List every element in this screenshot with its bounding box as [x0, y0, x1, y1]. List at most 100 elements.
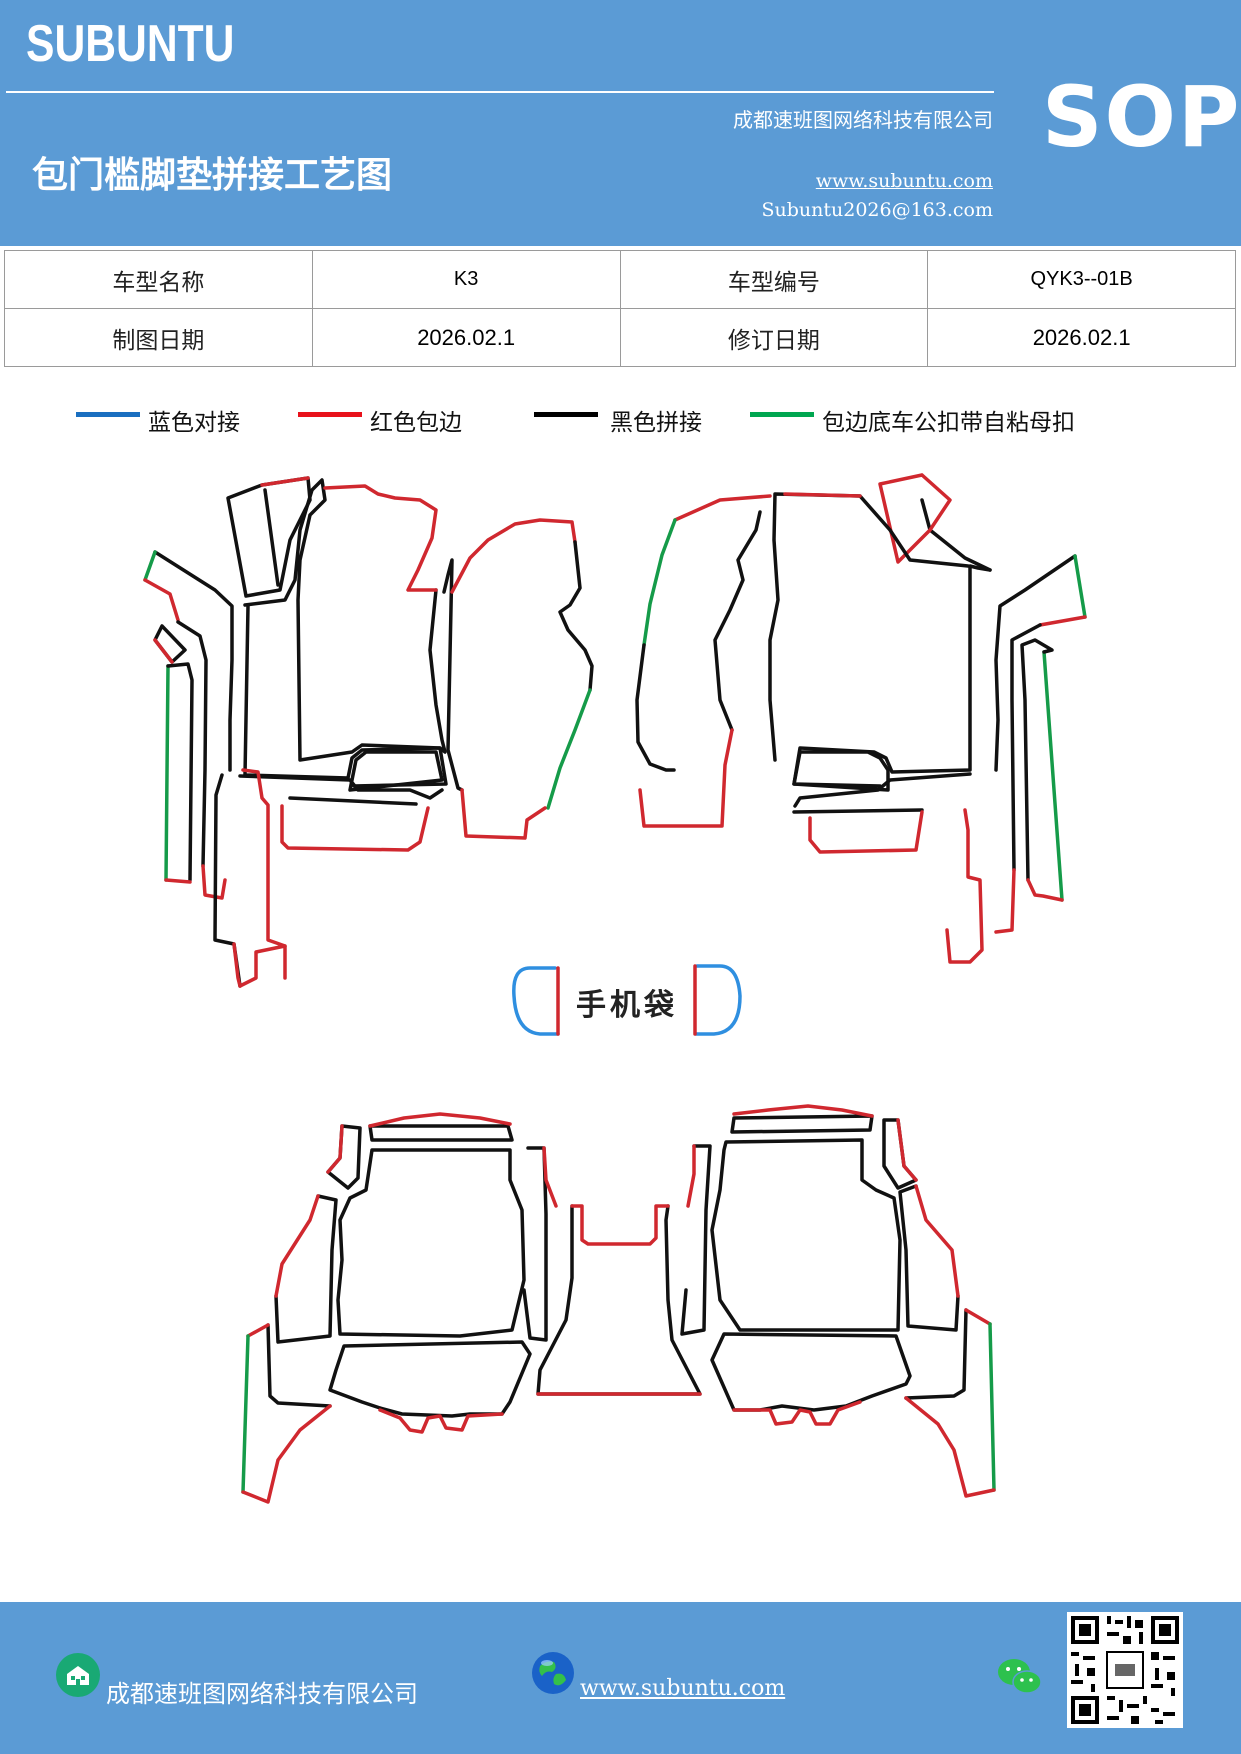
rear-left-upper-black	[368, 1124, 514, 1142]
driver-mat-top-left-red	[260, 476, 310, 487]
rear-right-outer-strip-red	[914, 1184, 960, 1298]
sill-strip-outer-left-red	[143, 578, 180, 622]
driver-mat-top-left-line	[263, 488, 280, 587]
header-divider	[6, 91, 994, 93]
driver-mat-lower-strip	[238, 774, 444, 800]
model-code-value: QYK3--01B	[927, 250, 1236, 309]
header-website-link[interactable]: www.subuntu.com	[815, 170, 993, 192]
legend-label: 包边底车公扣带自粘母扣	[822, 410, 1075, 436]
table-row: 制图日期 2026.02.1 修订日期 2026.02.1	[4, 308, 1236, 367]
header-email[interactable]: Subuntu2026@163.com	[761, 199, 993, 221]
long-strip-right-bottom-red	[1026, 878, 1064, 902]
rear-right-heel-bottom-red	[732, 1400, 862, 1426]
wechat-icon	[998, 1659, 1042, 1694]
rear-right-small-piece-red	[896, 1118, 918, 1182]
rear-center-tunnel-black	[536, 1204, 702, 1396]
legend-item-black: 黑色拼接	[534, 404, 702, 436]
sill-strip-outer-left-edge	[143, 550, 157, 582]
rear-right-green	[988, 1322, 996, 1492]
driver-mat-red-top	[323, 484, 438, 592]
rear-left-outer-strip	[274, 1194, 338, 1344]
draw-date-label: 制图日期	[4, 308, 313, 367]
legend-item-blue: 蓝色对接	[76, 404, 240, 436]
legend-item-green: 包边底车公扣带自粘母扣	[750, 404, 1075, 436]
sill-strip-outer-right	[994, 554, 1077, 772]
header: SUBUNTU 成都速班图网络科技有限公司 包门槛脚垫拼接工艺图 www.sub…	[0, 0, 1241, 246]
phone-pocket-right-blue	[694, 964, 742, 1036]
header-company: 成都速班图网络科技有限公司	[733, 108, 993, 132]
legend-swatch-red	[298, 411, 362, 417]
second-strip-red	[201, 864, 227, 900]
brand-logo: SUBUNTU	[26, 15, 235, 73]
legend-swatch-green	[750, 411, 814, 417]
driver-mat-lower-line	[288, 796, 418, 806]
qr-code[interactable]	[1067, 1612, 1183, 1728]
rear-right-outer-strip	[898, 1184, 960, 1332]
revision-date-label: 修订日期	[619, 308, 929, 367]
rear-left-upper-red	[368, 1112, 512, 1128]
phone-pocket-label: 手机袋	[576, 988, 678, 1023]
rear-right-upper-red	[732, 1104, 874, 1118]
legend-label: 红色包边	[370, 410, 462, 436]
phone-pocket-group	[512, 964, 742, 1036]
rear-left-corner-red	[246, 1323, 270, 1338]
footer-company: 成都速班图网络科技有限公司	[106, 1680, 418, 1708]
building-icon	[56, 1653, 100, 1697]
rear-right-seat-mat	[710, 1138, 902, 1332]
model-name-value: K3	[311, 250, 621, 309]
sill-right-lower-red	[945, 808, 984, 964]
heel-pad	[348, 750, 444, 792]
legend-swatch-black	[534, 411, 598, 417]
tunnel-left-black	[442, 558, 464, 792]
legend-label: 蓝色对接	[148, 410, 240, 436]
rear-left-green	[241, 1334, 250, 1494]
table-row: 车型名称 K3 车型编号 QYK3--01B	[4, 250, 1236, 309]
long-strip-black	[166, 662, 194, 882]
phone-pocket-left-blue	[512, 966, 560, 1036]
tunnel-right-bottom-red	[638, 728, 734, 828]
footer-website-link[interactable]: www.subuntu.com	[580, 1676, 786, 1701]
document-title: 包门槛脚垫拼接工艺图	[32, 154, 393, 196]
driver-mat-right-lower-strip	[793, 772, 972, 808]
tunnel-left-green	[546, 688, 592, 810]
rear-left-outer-strip-red	[274, 1194, 320, 1298]
driver-mat-right-top-edge-red	[783, 492, 862, 498]
driver-mat-right-lower-line	[792, 808, 924, 814]
tunnel-left-red-top	[450, 518, 577, 594]
rear-left-side-strip	[522, 1146, 548, 1342]
driver-mat-right-top-black	[920, 498, 992, 572]
legend-swatch-blue	[76, 411, 140, 417]
globe-icon	[532, 1652, 574, 1694]
second-strip-black	[176, 620, 208, 868]
long-strip-right-black	[1020, 638, 1054, 882]
rear-right-heel-mat	[710, 1332, 912, 1412]
model-code-label: 车型编号	[619, 250, 929, 309]
driver-mat-bottom-red	[280, 804, 430, 852]
rear-right-corner-black	[904, 1308, 968, 1400]
long-strip-green-side	[164, 664, 170, 882]
legend-item-red: 红色包边	[298, 404, 462, 436]
rear-left-side-strip-red	[542, 1146, 558, 1208]
sill-strip-outer-left	[153, 550, 234, 772]
rear-left-seat-mat	[336, 1148, 526, 1338]
long-strip-right-green	[1042, 650, 1064, 902]
sill-strip-outer-right-red	[1038, 615, 1087, 627]
driver-mat-right-main-top	[768, 492, 970, 762]
tunnel-right-black-lower	[635, 643, 676, 772]
rear-left-small-piece-red	[326, 1124, 344, 1174]
revision-date-value: 2026.02.1	[927, 308, 1236, 367]
tunnel-right-green	[642, 518, 677, 647]
driver-mat-right-top-red	[878, 473, 952, 564]
floor-mat-diagram	[143, 473, 1087, 1504]
sill-strip-small-piece-red	[153, 638, 174, 664]
sill-lower-piece-bottom-red	[232, 942, 242, 988]
long-strip-right-second	[1010, 623, 1042, 872]
rear-mat-group	[241, 1104, 996, 1504]
rear-left-corner-black	[266, 1323, 332, 1408]
footer: 成都速班图网络科技有限公司 www.subuntu.com	[0, 1602, 1241, 1754]
tunnel-right-black	[713, 510, 762, 732]
rear-right-side-strip-red	[686, 1144, 696, 1208]
sill-strip-outer-right-edge	[1073, 554, 1087, 619]
rear-left-heel-bottom-red	[378, 1408, 504, 1434]
rear-right-upper-black	[730, 1114, 874, 1134]
